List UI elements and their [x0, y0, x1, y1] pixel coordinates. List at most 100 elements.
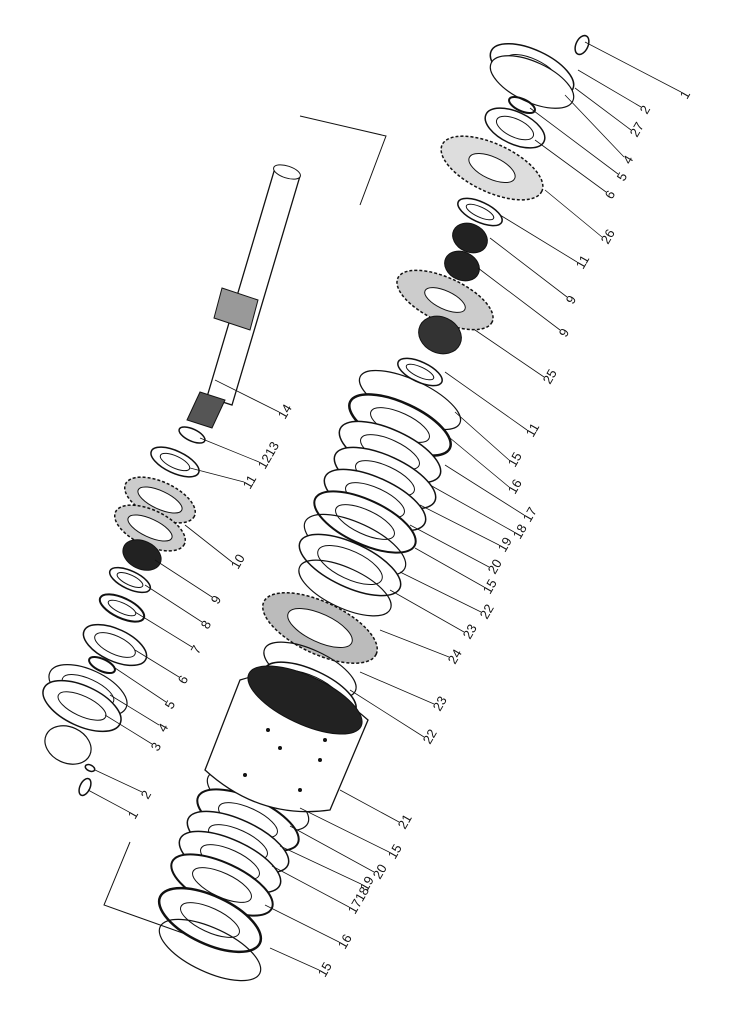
gear-25-hub: [418, 315, 462, 355]
callout-right-21: 21: [395, 811, 415, 831]
o-ring-5: [88, 655, 116, 675]
callout-right-6: 6: [602, 188, 619, 202]
callout-left-14: 14: [275, 401, 295, 421]
shaft-end: [273, 164, 301, 180]
leader-line: [349, 689, 425, 738]
callout-right-17: 17: [520, 504, 540, 524]
leader-line: [409, 524, 490, 568]
leader-line: [264, 904, 340, 943]
washer-2: [84, 763, 96, 773]
callout-right-5: 5: [614, 170, 631, 184]
leader-line: [389, 589, 465, 633]
leader-line: [114, 667, 167, 703]
callout-right-20: 20: [370, 861, 390, 881]
roller-bearing-11: [150, 446, 200, 478]
callout-right-25: 25: [540, 366, 560, 386]
seal-7: [98, 593, 146, 623]
callout-left-8: 8: [198, 618, 215, 632]
leader-line: [144, 584, 203, 623]
callout-right-15: 15: [505, 449, 525, 469]
roller-bearing-11-bore: [159, 452, 191, 472]
bearing-race-6-bore: [94, 632, 136, 658]
leader-line: [544, 189, 603, 238]
callout-right-19: 19: [495, 534, 515, 554]
callout-right-11: 11: [523, 420, 543, 439]
callout-right-27: 27: [627, 119, 647, 139]
o-ring-outline: [508, 95, 536, 115]
leader-line: [87, 789, 130, 813]
housing-hole: [266, 728, 270, 732]
bolt: [574, 34, 590, 56]
leader-line: [94, 769, 143, 793]
leader-line: [289, 825, 375, 873]
leader-line: [359, 671, 435, 705]
ring-23: [298, 559, 392, 617]
housing-hole: [298, 788, 302, 792]
leader-line: [154, 559, 213, 598]
flange-3-body-outline: [44, 725, 92, 765]
leader-line: [529, 107, 619, 175]
leader-line: [399, 571, 482, 613]
callout-right-24: 24: [445, 646, 465, 666]
callout-left-7: 7: [188, 643, 205, 657]
leader-line: [299, 807, 390, 853]
callout-left-1: 1: [125, 808, 142, 822]
callout-right-22: 22: [420, 726, 440, 746]
callout-right-20: 20: [485, 556, 505, 576]
shaft-14: [206, 167, 301, 406]
callout-right-9: 9: [556, 326, 573, 340]
piston-22-bore: [317, 545, 383, 585]
bearing-race: [484, 107, 546, 149]
gear-10b-bore: [127, 514, 173, 542]
callout-left-6: 6: [175, 673, 192, 687]
flange-3-bore: [57, 691, 107, 721]
friction-disc-16: [157, 886, 263, 954]
roller-bearing-bore: [465, 203, 495, 221]
leader-line: [449, 437, 510, 488]
callout-right-11: 11: [573, 252, 593, 271]
gear-25-bore: [424, 287, 466, 313]
callout-right-16: 16: [505, 476, 525, 496]
callout-right-1: 1: [677, 88, 694, 102]
callout-right-15: 15: [385, 841, 405, 861]
callout-right-23: 23: [460, 621, 480, 641]
gear-26: [440, 135, 544, 201]
gear-26-bore: [468, 152, 516, 184]
gear-10-bore: [137, 486, 183, 514]
roller-bearing: [457, 197, 503, 227]
leader-line: [184, 524, 233, 563]
shaft-grooves: [186, 391, 226, 429]
callout-left-4: 4: [155, 721, 172, 735]
gear-24-bore: [287, 608, 353, 648]
roller-bearing: [397, 357, 443, 387]
o-ring: [508, 95, 536, 115]
leader-line: [474, 329, 545, 378]
ring-23-outline: [298, 559, 392, 617]
leader-line: [189, 467, 245, 483]
leader-line: [444, 464, 525, 516]
callout-left-11: 11: [240, 472, 260, 491]
callout-right-26: 26: [598, 226, 618, 246]
callout-left-5: 5: [162, 698, 179, 712]
callout-right-16: 16: [335, 931, 355, 951]
callout-left-9: 9: [208, 593, 225, 607]
shaft-spline: [213, 287, 259, 331]
snap-ring-outline: [158, 918, 262, 982]
parts: [42, 34, 590, 982]
gear-10: [123, 476, 197, 524]
callout-right-23: 23: [430, 693, 450, 713]
leader-line: [269, 947, 320, 971]
gear-10b: [113, 504, 187, 552]
housing-hole: [323, 738, 327, 742]
piston-22: [298, 533, 402, 597]
top-bracket: [299, 115, 387, 206]
bolt-outline: [574, 34, 590, 56]
leader-line: [104, 714, 153, 745]
leader-line: [339, 789, 400, 823]
leader-line: [577, 69, 642, 108]
callout-right-18: 18: [510, 521, 530, 541]
leader-line: [477, 267, 561, 331]
callout-left-3: 3: [148, 740, 165, 754]
callout-right-15: 15: [480, 576, 500, 596]
